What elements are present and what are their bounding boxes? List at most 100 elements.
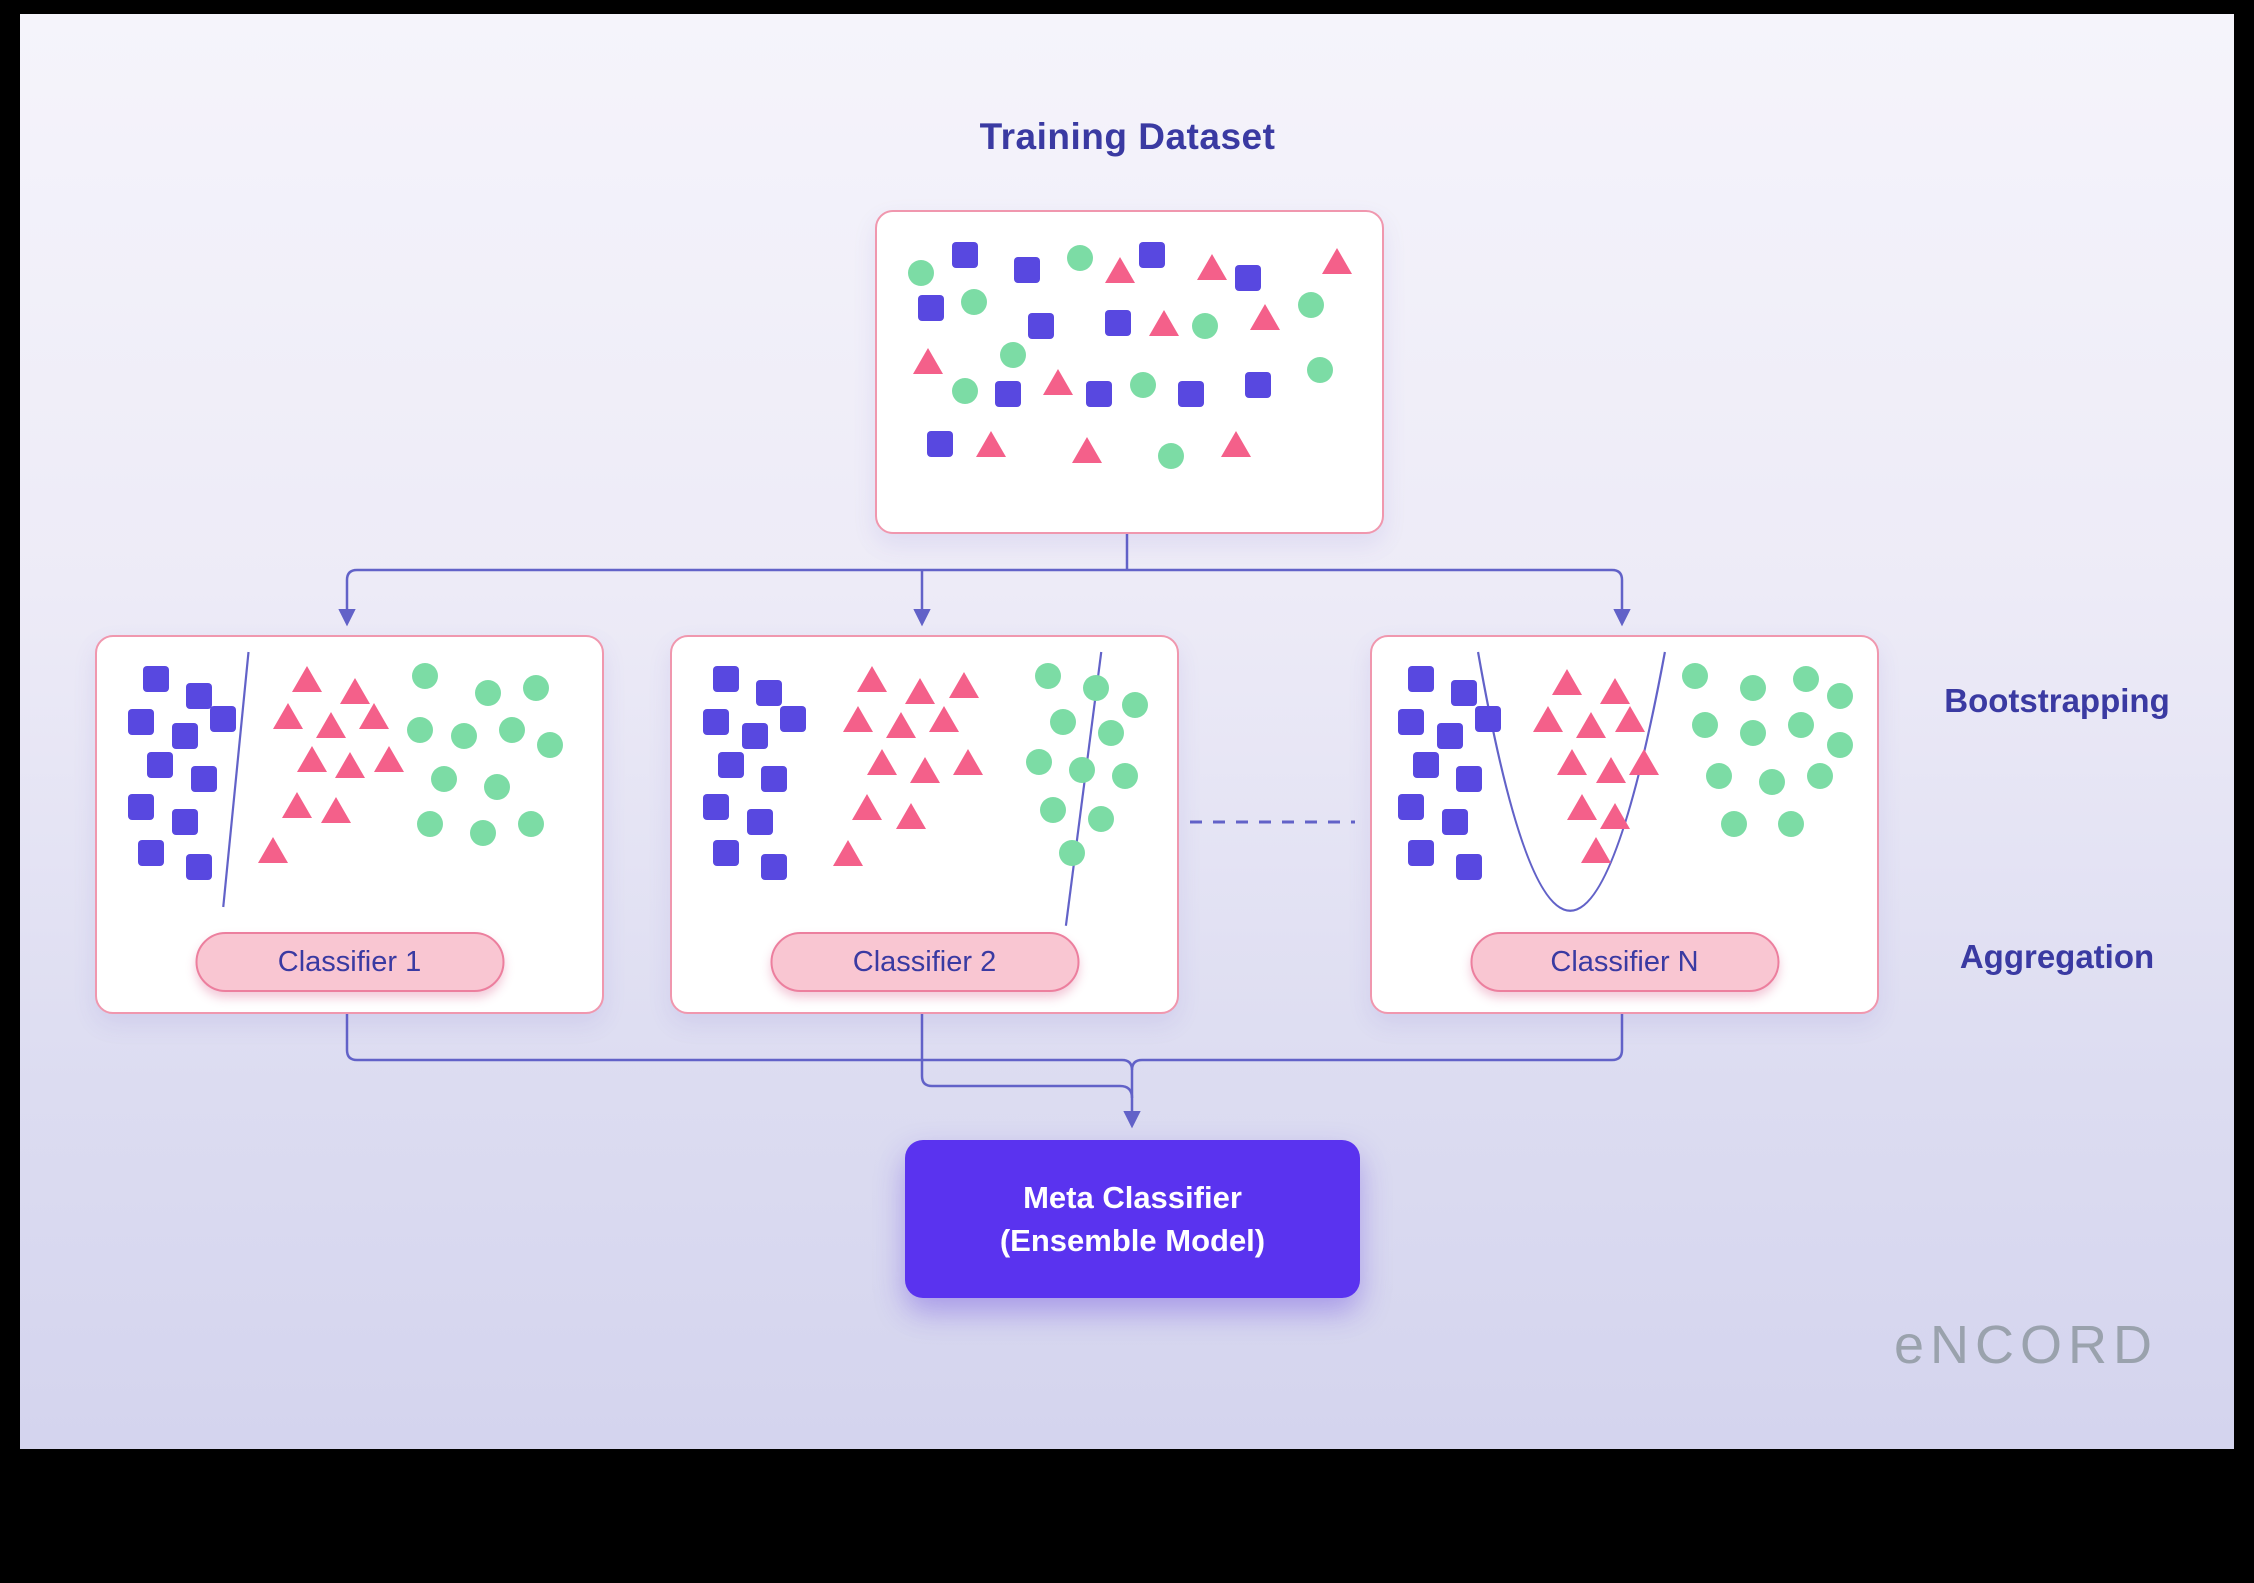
shape-square: [128, 794, 155, 821]
shape-circle: [416, 811, 443, 838]
merge-from-classifier-1: [345, 1010, 1141, 1129]
shape-square: [1451, 680, 1478, 707]
shape-square: [712, 666, 739, 693]
shape-circle: [522, 674, 549, 701]
shape-square: [1398, 708, 1425, 735]
shape-square: [1086, 380, 1113, 407]
shape-circle: [1682, 663, 1709, 690]
shape-circle: [1307, 357, 1334, 384]
shape-square: [994, 380, 1021, 407]
shape-circle: [498, 717, 525, 744]
shape-square: [1244, 372, 1271, 398]
shape-circle: [1129, 372, 1156, 398]
shape-circle: [1759, 768, 1786, 795]
shape-square: [1177, 380, 1204, 407]
merge-from-classifier-2: [920, 1010, 1134, 1099]
branch-to-classifier-1: [338, 568, 1127, 627]
shape-triangle: [1600, 677, 1631, 704]
shape-square: [1475, 706, 1502, 732]
shape-triangle: [315, 711, 346, 738]
shape-triangle: [1552, 668, 1583, 695]
training-dataset-shapes: [889, 224, 1370, 520]
shape-triangle: [291, 666, 322, 693]
shape-triangle: [895, 802, 926, 829]
shape-square: [717, 751, 744, 778]
merge-from-classifier-n: [1130, 1010, 1624, 1071]
shape-triangle: [359, 703, 390, 730]
shape-circle: [1035, 663, 1062, 690]
training-dataset-box: [875, 210, 1384, 534]
shape-circle: [469, 820, 496, 846]
shape-triangle: [948, 671, 979, 698]
shape-square: [210, 706, 236, 732]
shape-square: [746, 808, 773, 835]
shape-circle: [474, 680, 501, 707]
shape-triangle: [1533, 706, 1564, 732]
shape-square: [190, 765, 217, 792]
shape-circle: [951, 377, 978, 404]
shape-triangle: [866, 748, 897, 775]
shape-square: [703, 708, 730, 735]
shape-triangle: [857, 666, 888, 693]
shape-circle: [1158, 443, 1185, 470]
shape-circle: [999, 342, 1026, 369]
shape-circle: [1121, 691, 1148, 718]
shape-triangle: [272, 703, 303, 730]
shape-square: [147, 751, 174, 778]
shape-square: [1456, 765, 1483, 792]
diagram-canvas: Training Dataset Classifier 1 Cla: [20, 14, 2234, 1449]
shape-circle: [537, 731, 564, 758]
shape-circle: [1691, 711, 1718, 738]
shape-square: [1436, 723, 1463, 750]
shape-triangle: [1249, 303, 1280, 330]
shape-circle: [908, 259, 935, 286]
shape-triangle: [1321, 247, 1352, 274]
classifier-1-label: Classifier 1: [195, 932, 504, 992]
shape-square: [128, 708, 155, 735]
shape-square: [780, 706, 807, 732]
meta-classifier-box: Meta Classifier (Ensemble Model): [905, 1140, 1360, 1298]
meta-classifier-line1: Meta Classifier: [1023, 1179, 1242, 1215]
shape-square: [137, 839, 164, 866]
diagram-title: Training Dataset: [979, 116, 1276, 157]
shape-square: [185, 854, 212, 881]
shape-circle: [1039, 797, 1066, 824]
shape-circle: [1059, 839, 1086, 866]
shape-triangle: [833, 839, 864, 866]
shape-circle: [1297, 292, 1324, 319]
shape-square: [741, 723, 768, 750]
shape-triangle: [852, 794, 883, 821]
shape-circle: [1739, 674, 1766, 701]
shape-circle: [1088, 805, 1115, 832]
shape-circle: [1826, 731, 1853, 758]
shape-triangle: [886, 711, 917, 738]
shape-square: [1398, 794, 1425, 821]
shape-square: [927, 431, 954, 458]
classifier-n-shapes: [1384, 649, 1865, 934]
shape-circle: [1826, 683, 1853, 710]
shape-square: [1412, 751, 1439, 778]
shape-circle: [961, 289, 988, 316]
classifier-1-box: Classifier 1: [95, 635, 604, 1014]
shape-square: [1028, 312, 1055, 339]
shape-circle: [1066, 244, 1093, 271]
shape-circle: [1192, 312, 1219, 339]
shape-circle: [1792, 666, 1819, 693]
shape-triangle: [258, 837, 289, 864]
shape-circle: [1788, 711, 1815, 738]
shape-circle: [1112, 763, 1139, 789]
decision-boundary-line: [223, 652, 248, 907]
shape-square: [171, 808, 198, 835]
shape-square: [1408, 666, 1435, 693]
shape-triangle: [910, 757, 941, 784]
branch-to-classifier-n: [1127, 568, 1631, 627]
shape-square: [142, 666, 169, 693]
shape-triangle: [1557, 748, 1588, 775]
decision-boundary-svg: [1372, 637, 1877, 1012]
shape-triangle: [1595, 757, 1626, 784]
shape-triangle: [339, 677, 370, 704]
shape-triangle: [1220, 431, 1251, 458]
bootstrapping-label: Bootstrapping: [1944, 682, 2170, 719]
shape-triangle: [1105, 256, 1136, 283]
classifier-n-label: Classifier N: [1470, 932, 1779, 992]
